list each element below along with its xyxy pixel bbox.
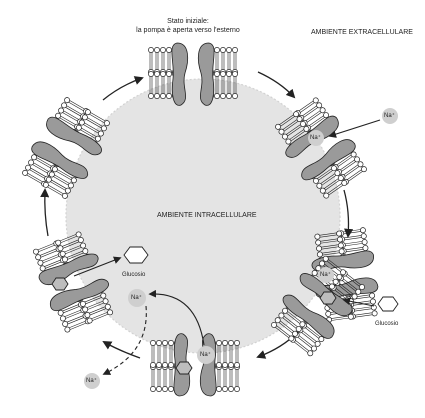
arrow-sodium-release xyxy=(148,289,205,346)
arrow-step-5 xyxy=(40,188,50,237)
arrow-glucose-release xyxy=(73,256,122,277)
sodium-label-exported: Na⁺ xyxy=(86,378,97,384)
glucose-bound-bottom xyxy=(175,361,193,375)
transporter-protein xyxy=(38,253,109,312)
sodium-ion-exported xyxy=(84,373,100,389)
transporter-protein xyxy=(31,116,102,179)
sodium-ion-bound-upper-right xyxy=(308,130,324,146)
initial-state-description: la pompa è aperta verso l'esterno xyxy=(136,27,240,34)
arrow-step-6 xyxy=(102,76,144,101)
sodium-label-upper-right: Na⁺ xyxy=(310,135,321,141)
glucose-molecules xyxy=(51,246,399,375)
arrow-sodium-export xyxy=(102,305,147,375)
glucose-outside xyxy=(377,296,399,312)
intracellular-label: AMBIENTE INTRACELLULARE xyxy=(157,212,257,219)
membrane-top xyxy=(148,42,238,106)
arrow-sodium-binding xyxy=(328,119,381,138)
sodium-label-right: Na⁺ xyxy=(320,272,331,278)
glucose-inside xyxy=(123,246,149,264)
sodium-label-bottom: Na⁺ xyxy=(200,352,211,358)
arrow-glucose-binding xyxy=(342,297,375,307)
transfer-arrows xyxy=(73,119,381,375)
sodium-label-released: Na⁺ xyxy=(131,295,142,301)
glucose-outside-label: Glucosio xyxy=(375,321,399,327)
sodium-ion-bound-right xyxy=(318,267,334,283)
lipid-bilayer xyxy=(150,340,240,392)
membrane-lower-left xyxy=(32,231,114,333)
sodium-ion-bound-bottom xyxy=(197,346,215,364)
sodium-ion-released-inside xyxy=(128,289,146,307)
arrow-step-2 xyxy=(343,189,354,238)
membrane-right xyxy=(311,227,379,323)
sodium-ion-outside xyxy=(382,108,398,124)
glucose-bound-left xyxy=(51,277,69,291)
initial-state-title: Stato iniziale: xyxy=(167,18,209,25)
membrane-left xyxy=(22,97,110,199)
extracellular-label: AMBIENTE EXTRACELLULARE xyxy=(311,29,413,36)
initial-state-caption: Stato iniziale: la pompa è aperta verso … xyxy=(113,18,263,36)
glucose-bound-right xyxy=(319,291,337,305)
arrow-step-4 xyxy=(102,341,141,359)
membrane-upper-right xyxy=(275,97,367,199)
glucose-inside-label: Glucosio xyxy=(122,272,146,278)
sodium-label-outside: Na⁺ xyxy=(384,113,395,119)
transporter-protein xyxy=(171,42,215,106)
arrow-step-1 xyxy=(257,71,296,99)
sodium-ions xyxy=(84,108,398,389)
